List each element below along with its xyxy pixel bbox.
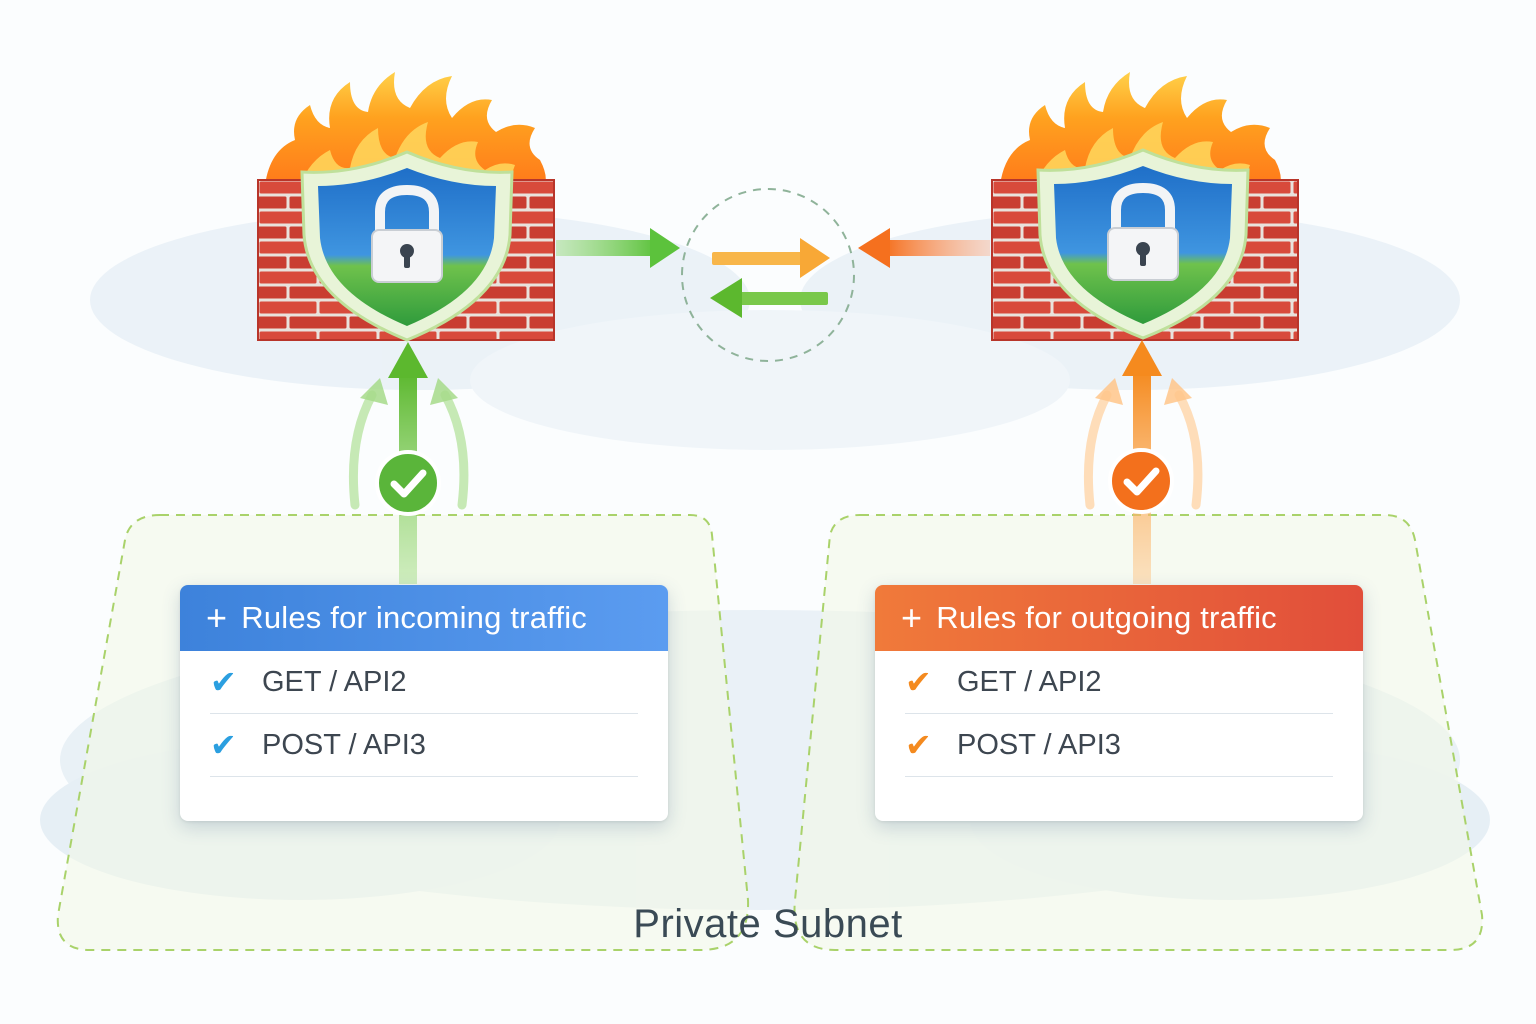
arrow-right-to-center: [858, 228, 990, 268]
incoming-rules-panel: + Rules for incoming traffic ✔ GET / API…: [180, 585, 668, 821]
rule-item[interactable]: ✔ POST / API3: [210, 714, 638, 777]
rule-label: POST / API3: [262, 728, 426, 761]
shield-lock-icon: [1036, 148, 1250, 340]
firewall-left: [257, 72, 555, 342]
two-way-exchange-icon: [681, 188, 855, 362]
rule-label: GET / API2: [957, 665, 1102, 698]
plus-icon[interactable]: +: [901, 597, 923, 638]
rule-label: POST / API3: [957, 728, 1121, 761]
private-subnet-label: Private Subnet: [633, 902, 903, 946]
incoming-rule-list: ✔ GET / API2 ✔ POST / API3: [180, 651, 668, 777]
outgoing-rule-list: ✔ GET / API2 ✔ POST / API3: [875, 651, 1363, 777]
checkmark-icon: ✔: [905, 664, 932, 700]
rule-item[interactable]: ✔ GET / API2: [905, 651, 1333, 714]
incoming-rules-header[interactable]: + Rules for incoming traffic: [180, 585, 668, 651]
rule-label: GET / API2: [262, 665, 407, 698]
shield-lock-icon: [300, 150, 514, 342]
outgoing-rules-header[interactable]: + Rules for outgoing traffic: [875, 585, 1363, 651]
incoming-rules-title: Rules for incoming traffic: [241, 600, 587, 635]
plus-icon[interactable]: +: [206, 597, 228, 638]
check-circle-icon: [1108, 448, 1174, 514]
outgoing-rules-title: Rules for outgoing traffic: [936, 600, 1277, 635]
rule-item[interactable]: ✔ GET / API2: [210, 651, 638, 714]
outgoing-rules-panel: + Rules for outgoing traffic ✔ GET / API…: [875, 585, 1363, 821]
checkmark-icon: ✔: [210, 727, 237, 763]
checkmark-icon: ✔: [905, 727, 932, 763]
check-circle-icon: [375, 450, 441, 516]
firewall-right: [991, 72, 1299, 341]
incoming-flow-arrows: [348, 342, 469, 584]
arrow-left-to-center: [556, 228, 680, 268]
checkmark-icon: ✔: [210, 664, 237, 700]
rule-item[interactable]: ✔ POST / API3: [905, 714, 1333, 777]
